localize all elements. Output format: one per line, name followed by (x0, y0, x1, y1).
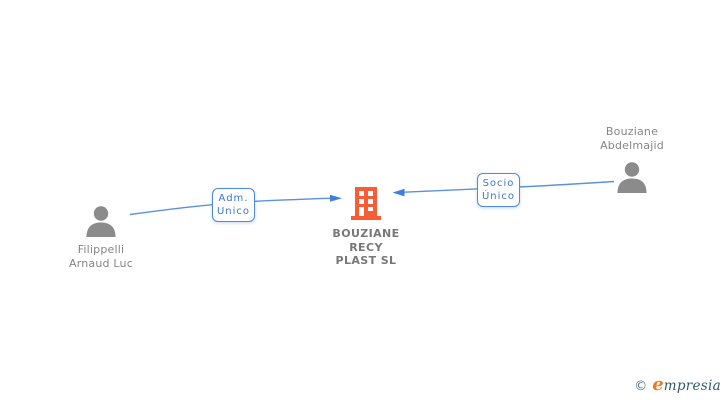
person-label-filippelli: Filippelli Arnaud Luc (42, 243, 160, 270)
empresia-logo[interactable]: © empresia (634, 374, 721, 395)
company-node[interactable] (349, 186, 383, 224)
company-name-line3: PLAST SL (335, 254, 397, 267)
edge-left-label-line2: Unico (216, 206, 251, 217)
person-icon (615, 162, 649, 197)
person-node-bouziane[interactable] (615, 162, 649, 197)
company-name-line2: RECY (349, 240, 383, 254)
person-right-name-line2: Abdelmajid (600, 138, 664, 152)
copyright-icon: © (634, 379, 648, 394)
arrowhead-right-icon (392, 188, 405, 197)
edge-label-adm-unico: Adm. Unico (212, 188, 255, 222)
arrowhead-left-icon (330, 194, 342, 202)
edge-left-label-line1: Adm. (218, 193, 249, 204)
edge-right-label-line1: Socio (482, 178, 515, 189)
edge-label-socio-unico: Socio Único (477, 173, 520, 207)
person-right-name-line1: Bouziane (605, 125, 659, 138)
person-icon (84, 206, 118, 241)
empresia-wordmark-rest: mpresia (663, 378, 721, 394)
empresia-wordmark-initial: e (652, 374, 664, 395)
empresia-wordmark: empresia (652, 374, 721, 395)
person-left-name-line1: Filippelli (77, 243, 125, 256)
person-left-name-line2: Arnaud Luc (69, 256, 133, 270)
person-label-bouziane: Bouziane Abdelmajid (573, 125, 691, 152)
person-node-filippelli[interactable] (84, 206, 118, 241)
edge-right-label-line2: Único (481, 191, 516, 202)
building-icon (349, 187, 383, 224)
company-name-line1: BOUZIANE (332, 227, 400, 240)
company-label: BOUZIANE RECY PLAST SL (316, 227, 416, 268)
